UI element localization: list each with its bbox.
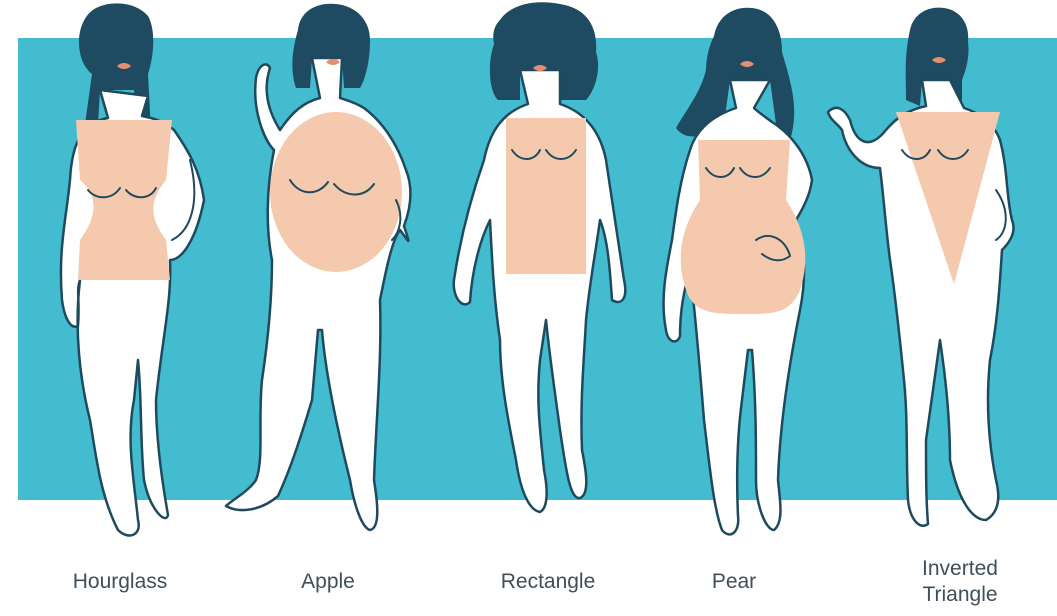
label-inverted-triangle: Inverted Triangle — [880, 556, 1040, 608]
label-rectangle: Rectangle — [468, 569, 628, 595]
label-hourglass: Hourglass — [40, 569, 200, 595]
highlight-pear — [681, 140, 806, 314]
highlight-apple — [270, 112, 402, 272]
label-pear: Pear — [654, 569, 814, 595]
label-apple: Apple — [248, 569, 408, 595]
highlight-rectangle — [506, 118, 586, 274]
